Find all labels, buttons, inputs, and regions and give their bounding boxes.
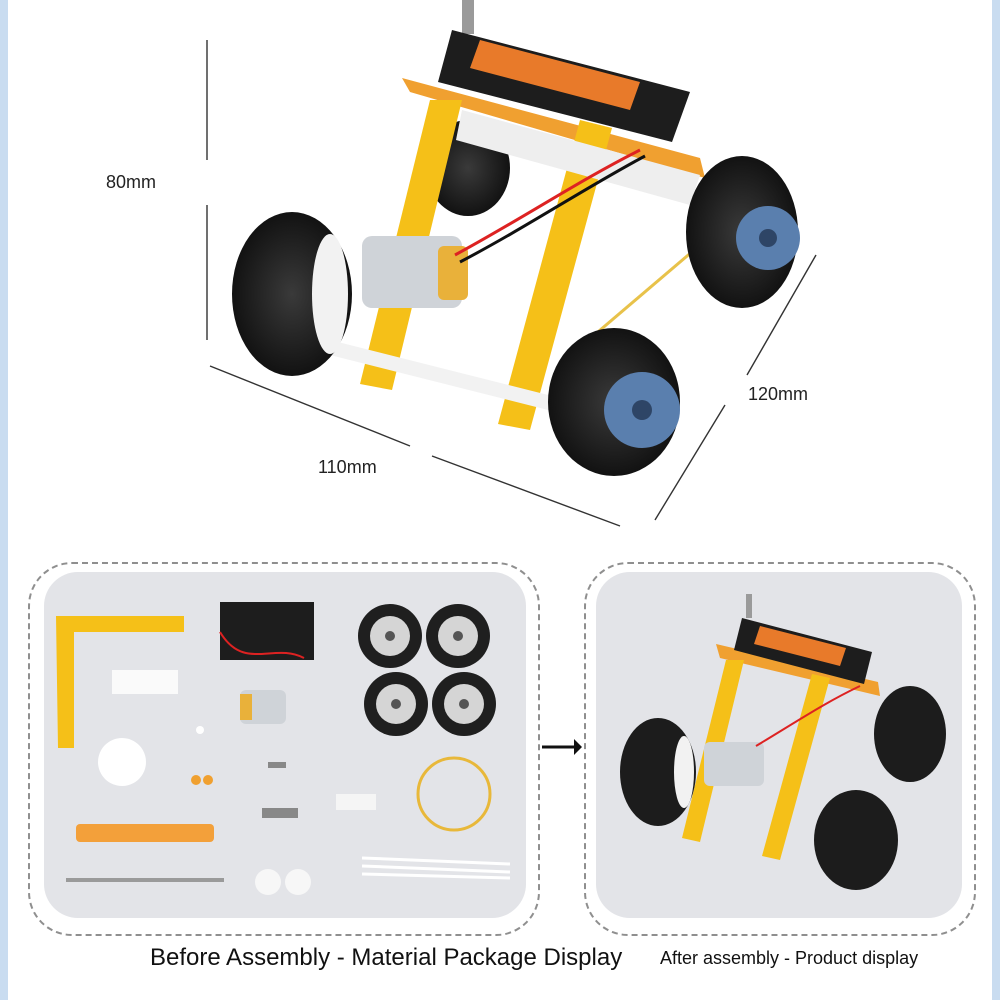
after-assembly-caption: After assembly - Product display [660,948,919,968]
arrow-icon [542,739,582,755]
screws-small [268,762,286,768]
black-wire [459,154,646,264]
before-assembly-panel [44,572,526,918]
cross-bar [456,110,700,205]
switch-blade [462,0,474,34]
l-bracket [56,616,184,748]
assembled-product-image [620,594,946,890]
rubber-bands [416,756,492,832]
battery [470,40,640,110]
frame-leg-right [498,120,612,430]
pulley-left [255,869,281,895]
red-wire [454,148,641,257]
zip-ties [361,856,511,880]
drive-gear [312,234,348,354]
axle-rod [66,878,224,882]
top-plate [402,78,705,178]
large-gear [98,738,146,786]
after-assembly-frame [584,562,976,936]
width-dimension-label: 110mm [318,457,377,477]
before-assembly-frame [28,562,540,936]
motor-cap [438,246,468,300]
motor [362,236,462,308]
after-assembly-panel [596,572,962,918]
connector-block [336,794,376,810]
battery-holder [220,602,314,660]
wheels-set [358,604,496,736]
foam-block [112,670,178,694]
height-dimension-label: 80mm [106,172,157,192]
before-assembly-caption: Before Assembly - Material Package Displ… [150,944,623,971]
depth-dimension-label: 120mm [748,384,809,404]
dimension-lines [206,40,817,527]
pulley-right [285,869,311,895]
screws [262,808,298,818]
small-bushing [196,726,204,734]
orange-strip [76,824,214,842]
front-axle-bar [326,340,560,412]
assembled-car-image [232,0,800,476]
parts-image [56,602,511,895]
